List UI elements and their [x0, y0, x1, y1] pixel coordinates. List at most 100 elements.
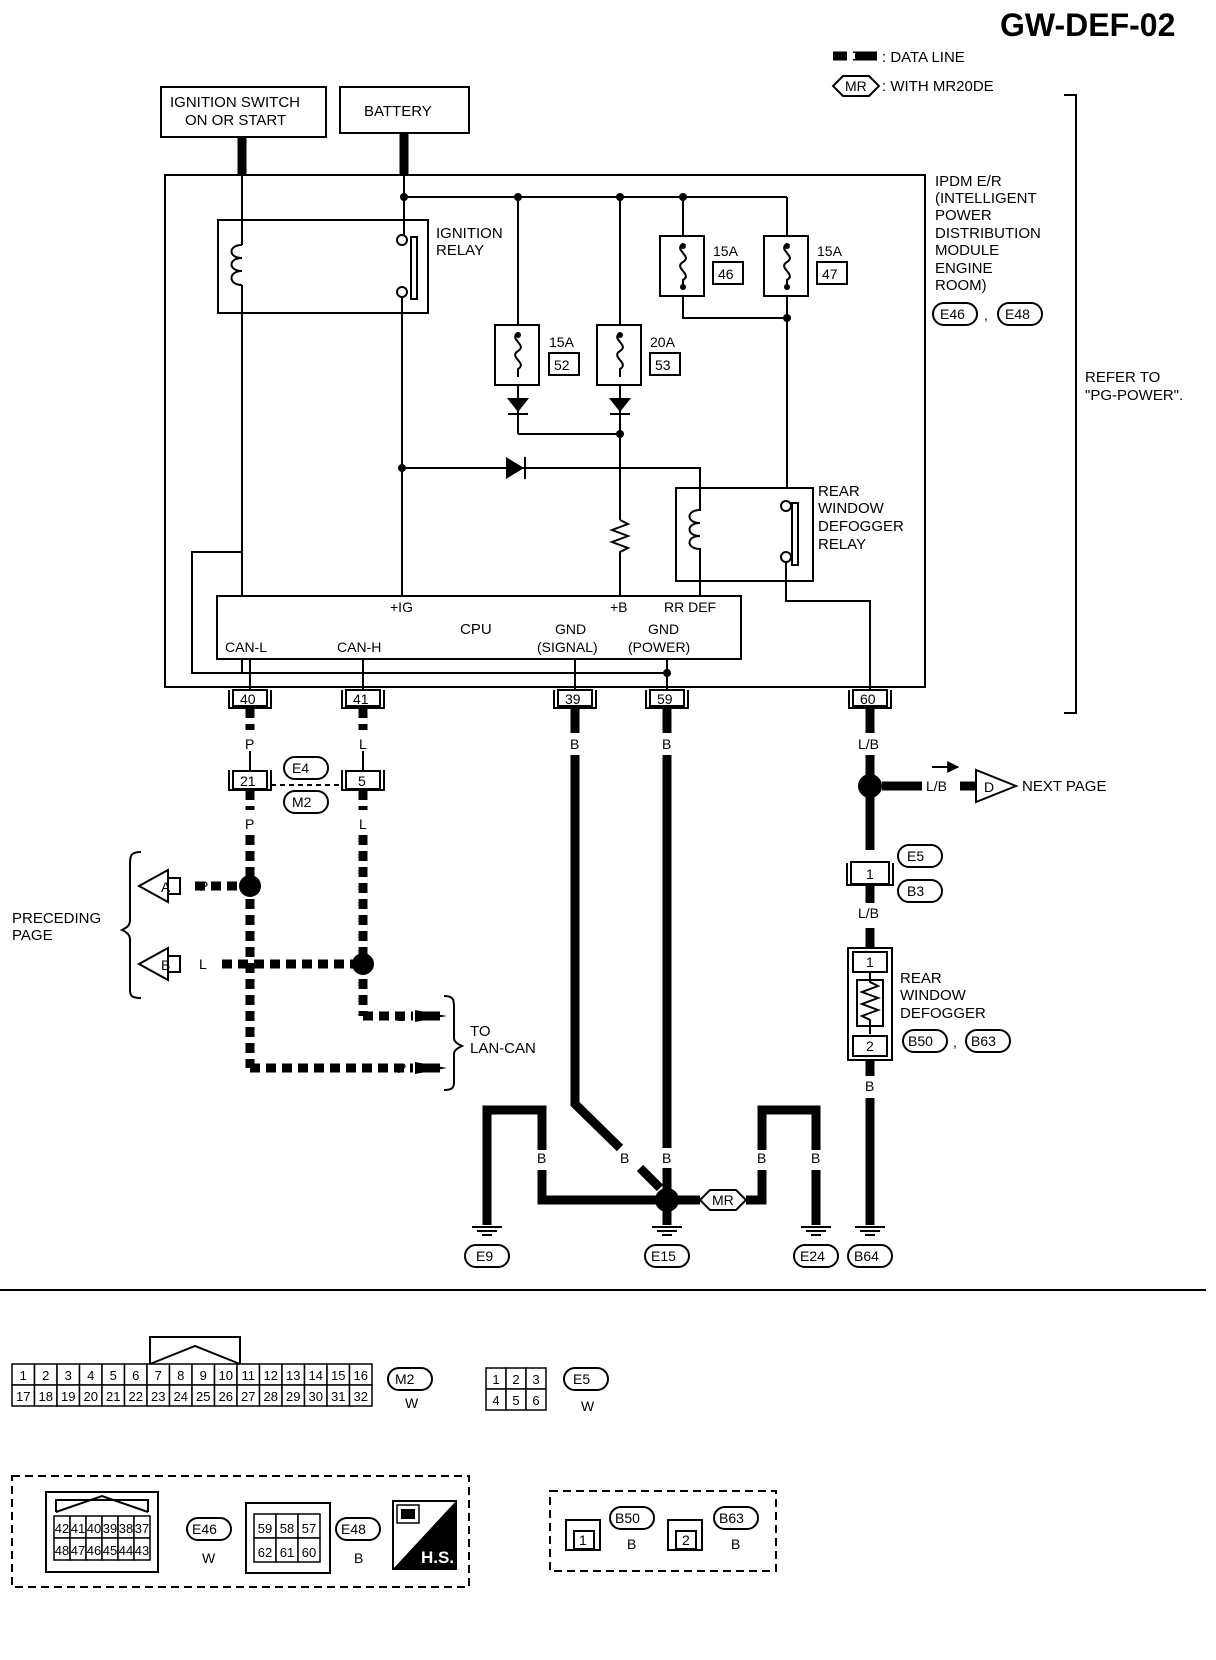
m2-pin-number: 26: [219, 1389, 233, 1404]
e46-pin-number: 39: [103, 1521, 117, 1536]
svg-text:M2: M2: [292, 794, 312, 810]
svg-text:REAR: REAR: [818, 483, 860, 500]
e46-pin-number: 45: [103, 1543, 117, 1558]
terminal-59: 59: [645, 689, 689, 709]
e46-pin-number: 40: [87, 1521, 101, 1536]
svg-text:PAGE: PAGE: [12, 927, 53, 944]
svg-text:15A: 15A: [817, 243, 843, 259]
m2-id: M2: [395, 1371, 415, 1387]
svg-text:2: 2: [682, 1532, 690, 1548]
m2-pin-number: 11: [242, 1368, 256, 1383]
m2-pin-number: 22: [129, 1389, 143, 1404]
svg-text:(SIGNAL): (SIGNAL): [537, 639, 598, 655]
svg-text:E48: E48: [1005, 306, 1030, 322]
svg-text:L: L: [359, 816, 367, 832]
connector-view-b63: 2 B63 B: [667, 1506, 759, 1552]
m2-pin-number: 8: [177, 1368, 184, 1383]
e46-pin-number: 43: [135, 1543, 149, 1558]
svg-text:P: P: [245, 816, 254, 832]
e5-pin-cell: [525, 1388, 547, 1411]
e46-pin-number: 44: [119, 1543, 133, 1558]
e46-pin-number: 46: [87, 1543, 101, 1558]
refer-to-pg-power: REFER TO "PG-POWER".: [1064, 94, 1183, 714]
svg-text:1: 1: [866, 954, 874, 970]
m2-pin-number: 2: [42, 1368, 49, 1383]
svg-text:RR DEF: RR DEF: [664, 599, 716, 615]
svg-text:15A: 15A: [549, 334, 575, 350]
svg-text:GND: GND: [555, 621, 586, 637]
ignition-switch-box: IGNITION SWITCH ON OR START: [160, 86, 327, 138]
hs-icon: H.S.: [392, 1500, 457, 1570]
svg-text:REFER TO: REFER TO: [1085, 369, 1160, 386]
svg-text:P: P: [245, 736, 254, 752]
svg-text:P: P: [397, 1060, 406, 1076]
m2-pin-number: 21: [106, 1389, 120, 1404]
ipdm-connector-group: [11, 1475, 470, 1588]
e5-color: W: [581, 1398, 595, 1414]
m2-color: W: [405, 1395, 419, 1411]
svg-text:DEFOGGER: DEFOGGER: [900, 1005, 986, 1022]
m2-pin-number: 14: [309, 1368, 323, 1383]
m2-pin-number: 4: [87, 1368, 94, 1383]
e48-pin-number: 57: [302, 1521, 316, 1536]
svg-text:E9: E9: [476, 1248, 493, 1264]
legend-with-mr: : WITH MR20DE: [882, 78, 994, 95]
svg-text:CAN-H: CAN-H: [337, 639, 381, 655]
fuse-52: 15A 52: [494, 197, 580, 434]
legend-mr-symbol: MR: [831, 75, 881, 97]
svg-text:GND: GND: [648, 621, 679, 637]
svg-text:15A: 15A: [713, 243, 739, 259]
m2-pin-number: 12: [264, 1368, 278, 1383]
legend: : DATA LINE MR : WITH MR20DE: [831, 49, 994, 97]
svg-text:5: 5: [358, 773, 366, 789]
m2-pin-number: 7: [155, 1368, 162, 1383]
svg-text:WINDOW: WINDOW: [818, 500, 885, 517]
svg-text:46: 46: [718, 266, 734, 282]
svg-text:RELAY: RELAY: [436, 242, 484, 259]
svg-text:BATTERY: BATTERY: [364, 103, 432, 120]
e46-pin-number: 37: [135, 1521, 149, 1536]
m2-pin-number: 9: [200, 1368, 207, 1383]
svg-text:DEFOGGER: DEFOGGER: [818, 518, 904, 535]
m2-pin-number: 6: [132, 1368, 139, 1383]
svg-text:POWER: POWER: [935, 207, 992, 224]
ignition-relay: IGNITION RELAY: [217, 175, 503, 673]
e46-pin-cell: [133, 1537, 151, 1561]
e48-id: E48: [341, 1521, 366, 1537]
svg-text:39: 39: [565, 691, 581, 707]
svg-text:B3: B3: [907, 883, 924, 899]
ipdm-label: IPDM E/R (INTELLIGENT POWER DISTRIBUTION…: [932, 173, 1043, 326]
svg-text:B64: B64: [854, 1248, 879, 1264]
e48-pin-number: 60: [302, 1545, 316, 1560]
svg-text:1: 1: [579, 1532, 587, 1548]
svg-text:ROOM): ROOM): [935, 277, 987, 294]
svg-text:E46: E46: [940, 306, 965, 322]
m2-pin-number: 27: [241, 1389, 255, 1404]
defogger-circuit: L/B L/B D NEXT PAGE 1 E5 B3 L/B 1 2 REAR…: [846, 708, 1106, 1225]
e48-color: B: [354, 1550, 363, 1566]
ground-e9: E9: [464, 1226, 510, 1268]
svg-text:B: B: [757, 1150, 766, 1166]
svg-text:B: B: [865, 1078, 874, 1094]
svg-text:CAN-L: CAN-L: [225, 639, 267, 655]
e46-pin-number: 42: [55, 1521, 69, 1536]
svg-text:LAN-CAN: LAN-CAN: [470, 1040, 536, 1057]
m2-pin-number: 16: [354, 1368, 368, 1383]
defogger-connector-group: [549, 1490, 777, 1572]
page-code: GW-DEF-02: [1000, 7, 1175, 43]
svg-text:IPDM E/R: IPDM E/R: [935, 173, 1002, 190]
fuse-53: 20A 53: [596, 197, 681, 415]
svg-text:B50: B50: [615, 1510, 640, 1526]
defogger-relay: REAR WINDOW DEFOGGER RELAY: [675, 483, 904, 590]
m2-pin-number: 24: [174, 1389, 188, 1404]
svg-text:MR: MR: [845, 78, 867, 94]
svg-text:,: ,: [984, 307, 988, 323]
svg-text:B: B: [482, 1150, 491, 1166]
terminal-39: 39: [553, 689, 597, 709]
m2-pin-number: 19: [61, 1389, 75, 1404]
svg-text:B: B: [537, 1150, 546, 1166]
svg-text:MODULE: MODULE: [935, 242, 999, 259]
svg-text:E24: E24: [800, 1248, 825, 1264]
